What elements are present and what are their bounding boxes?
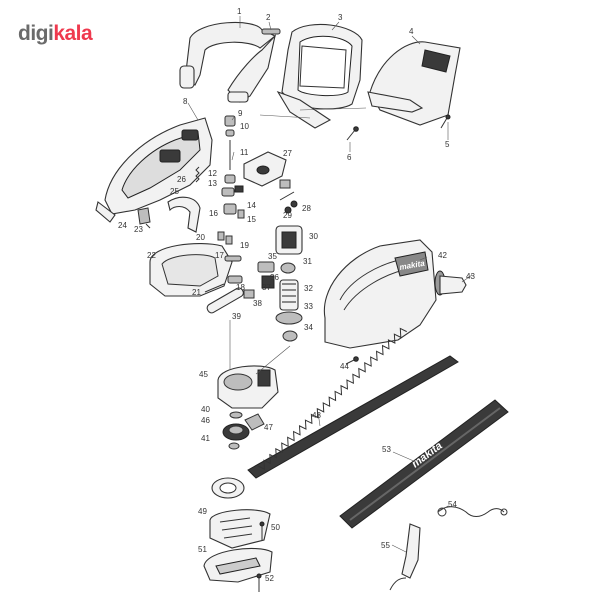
callout-50: 50 (271, 523, 280, 532)
callout-38: 38 (253, 299, 262, 308)
callout-48: 48 (312, 411, 321, 420)
part-shafts (204, 255, 243, 293)
part-small-41 (228, 442, 240, 450)
part-blade (247, 327, 459, 479)
callout-39: 39 (232, 312, 241, 321)
callout-54: 54 (448, 500, 457, 509)
part-screws-19-20 (217, 231, 233, 245)
callout-20: 20 (196, 233, 205, 242)
callout-3: 3 (338, 13, 343, 22)
callout-28: 28 (302, 204, 311, 213)
part-screw-50 (259, 521, 265, 540)
part-cord-guard (439, 275, 467, 295)
callout-31: 31 (303, 257, 312, 266)
callout-27: 27 (283, 149, 292, 158)
callout-18: 18 (236, 283, 245, 292)
part-bearing-31 (280, 262, 296, 274)
part-housing-right: makita (323, 239, 446, 349)
callout-8: 8 (183, 97, 188, 106)
part-screw-52 (256, 573, 262, 592)
part-bearing-34 (282, 330, 298, 342)
callout-29: 29 (283, 211, 292, 220)
part-bracket (244, 413, 265, 431)
callout-9: 9 (238, 109, 243, 118)
part-spring (195, 166, 200, 183)
callout-16: 16 (209, 209, 218, 218)
callout-15: 15 (247, 215, 256, 224)
part-cam-assembly (243, 261, 275, 299)
part-armature (275, 279, 303, 325)
callout-42: 42 (438, 251, 447, 260)
callout-5: 5 (445, 140, 450, 149)
callout-40: 40 (201, 405, 210, 414)
callout-6: 6 (347, 153, 352, 162)
part-field-coil (275, 225, 303, 255)
callout-37: 37 (262, 283, 271, 292)
part-ring (211, 477, 245, 499)
part-blade-cover: makita (339, 399, 509, 529)
callout-14: 14 (247, 201, 256, 210)
logo-text-kala: kala (53, 22, 93, 45)
callout-23: 23 (134, 225, 143, 234)
part-screw-6 (346, 126, 359, 141)
callout-13: 13 (208, 179, 217, 188)
callout-41: 41 (201, 434, 210, 443)
part-rod (206, 287, 244, 314)
part-gear-cover (149, 243, 233, 297)
callout-43: 43 (466, 272, 475, 281)
part-screw-5 (440, 114, 451, 129)
housing-brand-label: makita (399, 259, 426, 272)
part-gear (222, 423, 250, 441)
callout-51: 51 (198, 545, 207, 554)
part-handle-guard (276, 23, 363, 129)
callout-1: 1 (237, 7, 242, 16)
part-front-handle (179, 21, 277, 103)
callout-10: 10 (240, 122, 249, 131)
callout-47: 47 (264, 423, 273, 432)
callout-52: 52 (265, 574, 274, 583)
callout-26: 26 (177, 175, 186, 184)
callout-46: 46 (201, 416, 210, 425)
callout-12: 12 (208, 169, 217, 178)
callout-35: 35 (268, 252, 277, 261)
callout-labels: 1 2 3 4 5 6 8 9 10 11 12 13 14 15 16 17 … (118, 7, 475, 583)
callout-22: 22 (147, 251, 156, 260)
callout-32: 32 (304, 284, 313, 293)
digikala-logo: digikala (18, 22, 93, 46)
part-bottom-cover (203, 547, 273, 583)
callout-34: 34 (304, 323, 313, 332)
part-switch-box (243, 151, 291, 189)
callout-25: 25 (170, 187, 179, 196)
part-strap-hook (389, 523, 421, 591)
callout-4: 4 (409, 27, 414, 36)
callout-45: 45 (199, 370, 208, 379)
callout-33: 33 (304, 302, 313, 311)
leader-lines (187, 16, 473, 553)
part-washer (229, 411, 243, 419)
callout-19: 19 (240, 241, 249, 250)
callout-44: 44 (340, 362, 349, 371)
logo-text-digi: digi (18, 22, 54, 45)
part-stack-9-11 (224, 115, 236, 170)
callout-36: 36 (270, 273, 279, 282)
callout-17: 17 (215, 251, 224, 260)
callout-49: 49 (198, 507, 207, 516)
callout-21: 21 (192, 288, 201, 297)
part-screw-44 (345, 356, 359, 365)
part-clip (137, 207, 151, 229)
part-gear-housing (217, 365, 279, 409)
part-plate (209, 509, 271, 549)
part-housing-left (95, 117, 213, 223)
callout-30: 30 (309, 232, 318, 241)
callout-11: 11 (240, 148, 249, 157)
part-switch-parts (221, 174, 245, 219)
callout-2: 2 (266, 13, 271, 22)
callout-24: 24 (118, 221, 127, 230)
callout-55: 55 (381, 541, 390, 550)
part-screws-28-29 (279, 191, 298, 214)
part-switch-lever (167, 196, 201, 233)
part-hand-guard (367, 41, 461, 126)
callout-53: 53 (382, 445, 391, 454)
